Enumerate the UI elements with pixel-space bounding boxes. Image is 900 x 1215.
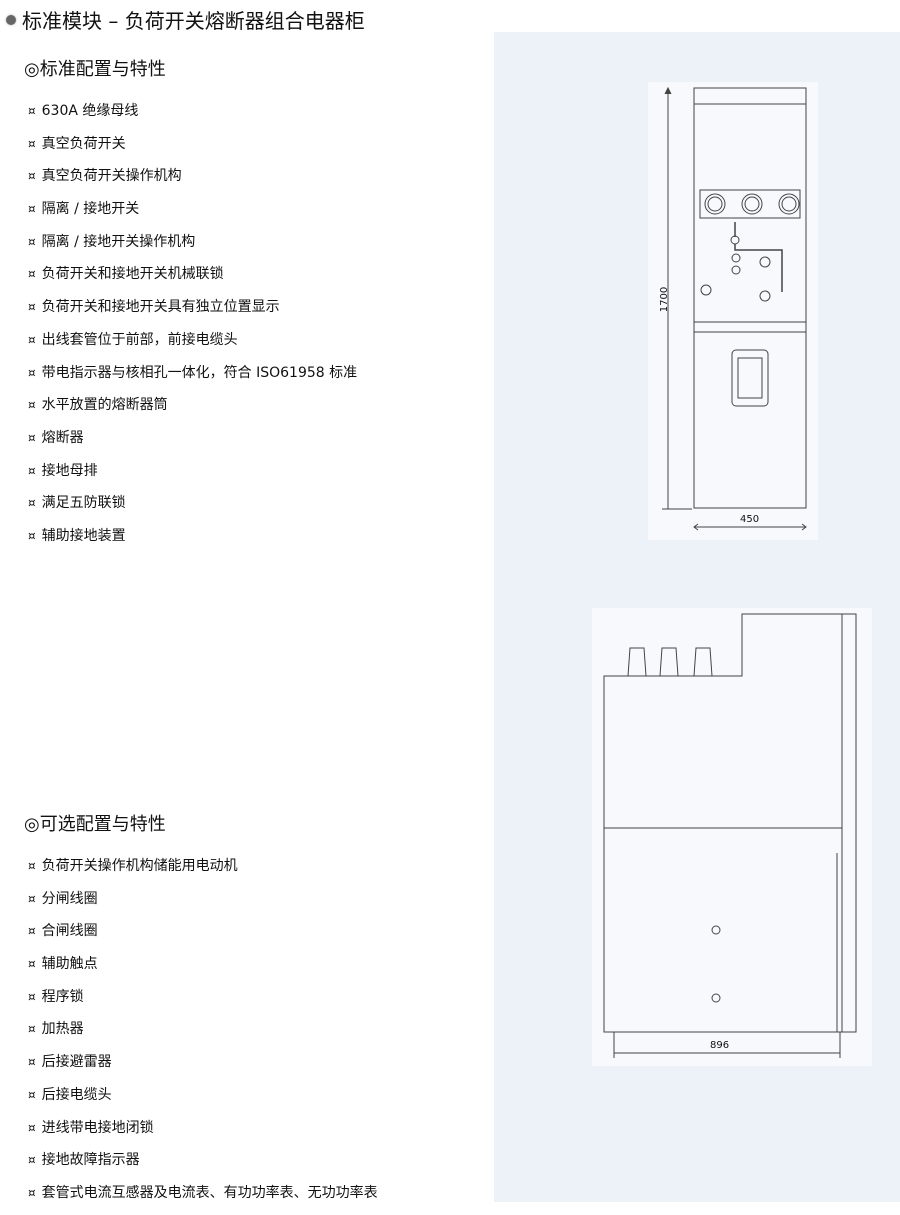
standard-list: ¤ 630A 绝缘母线 ¤ 真空负荷开关 ¤ 真空负荷开关操作机构 ¤ 隔离 / 接地开关 ¤ 隔… — [28, 100, 357, 558]
item-label: 隔离 / 接地开关 — [41, 201, 140, 218]
bullet-icon: ¤ — [28, 924, 36, 939]
bullet-icon: ¤ — [28, 430, 36, 445]
item-label: 负荷开关和接地开关机械联锁 — [41, 266, 224, 283]
list-item: ¤ 后接电缆头 — [28, 1084, 378, 1117]
item-label: 辅助触点 — [41, 956, 98, 973]
item-label: 出线套管位于前部，前接电缆头 — [41, 331, 238, 348]
list-item: ¤ 熔断器 — [28, 427, 357, 460]
list-item: ¤ 程序锁 — [28, 986, 378, 1019]
bullet-icon: ¤ — [28, 398, 36, 413]
item-label: 后接电缆头 — [41, 1086, 112, 1103]
bullet-icon: ¤ — [28, 1185, 36, 1200]
list-item: ¤ 负荷开关操作机构储能用电动机 — [28, 855, 378, 888]
item-label: 辅助接地装置 — [41, 527, 126, 544]
list-item: ¤ 隔离 / 接地开关 — [28, 198, 357, 231]
item-label: 负荷开关操作机构储能用电动机 — [41, 858, 238, 874]
bullet-icon: ¤ — [28, 300, 36, 315]
item-label: 真空负荷开关 — [41, 135, 126, 152]
list-item: ¤ 合闸线圈 — [28, 920, 378, 953]
item-label: 熔断器 — [41, 429, 84, 446]
bullet-icon: ¤ — [28, 528, 36, 543]
list-item: ¤ 负荷开关和接地开关具有独立位置显示 — [28, 296, 357, 329]
bullet-icon: ¤ — [28, 1120, 36, 1135]
bullet-icon: ¤ — [28, 136, 36, 151]
item-label: 进线带电接地闭锁 — [41, 1119, 154, 1136]
list-item: ¤ 辅助触点 — [28, 953, 378, 986]
list-item: ¤ 满足五防联锁 — [28, 492, 357, 525]
list-item: ¤ 后接避雷器 — [28, 1051, 378, 1084]
list-item: ¤ 进线带电接地闭锁 — [28, 1117, 378, 1150]
item-label: 满足五防联锁 — [41, 495, 126, 512]
list-item: ¤ 真空负荷开关 — [28, 133, 357, 166]
optional-list: ¤ 负荷开关操作机构储能用电动机 ¤ 分闸线圈 ¤ 合闸线圈 ¤ 辅助触点 ¤ 程序锁 ¤ 加热器 ¤ 后… — [28, 855, 378, 1215]
width-dimension: 450 — [740, 514, 760, 525]
item-label: 套管式电流互感器及电流表、有功功率表、无功功率表 — [41, 1184, 378, 1201]
front-view-drawing: 1700 450 — [648, 82, 818, 540]
item-label: 水平放置的熔断器筒 — [41, 397, 168, 414]
standard-heading: ◎标准配置与特性 — [24, 59, 166, 80]
bullet-icon: ¤ — [28, 1022, 36, 1037]
list-item: ¤ 加热器 — [28, 1018, 378, 1051]
bullet-icon: ¤ — [28, 1087, 36, 1102]
list-item: ¤ 隔离 / 接地开关操作机构 — [28, 231, 357, 264]
bullet-icon: ¤ — [28, 169, 36, 184]
bullet-icon: ¤ — [28, 1153, 36, 1168]
list-item: ¤ 水平放置的熔断器筒 — [28, 394, 357, 427]
item-label: 负荷开关和接地开关具有独立位置显示 — [41, 299, 280, 316]
bullet-icon: ¤ — [28, 1055, 36, 1070]
bullet-dot-icon — [6, 14, 16, 25]
bullet-icon: ¤ — [28, 332, 36, 347]
side-width-dimension: 896 — [710, 1040, 730, 1051]
item-label: 加热器 — [41, 1021, 84, 1038]
bullet-icon: ¤ — [28, 989, 36, 1004]
bullet-icon: ¤ — [28, 104, 36, 118]
list-item: ¤ 辅助接地装置 — [28, 525, 357, 558]
bullet-icon: ¤ — [28, 496, 36, 511]
bullet-icon: ¤ — [28, 463, 36, 478]
item-label: 分闸线圈 — [41, 890, 98, 907]
side-view-drawing: 896 — [592, 608, 872, 1066]
list-item: ¤ 出线套管位于前部，前接电缆头 — [28, 329, 357, 362]
item-label: 接地故障指示器 — [41, 1152, 140, 1169]
bullet-icon: ¤ — [28, 891, 36, 906]
item-label: 接地母排 — [41, 462, 98, 479]
item-label: 630A 绝缘母线 — [41, 103, 139, 119]
optional-heading: ◎可选配置与特性 — [24, 814, 166, 835]
bullet-icon: ¤ — [28, 202, 36, 217]
list-item: ¤ 真空负荷开关操作机构 — [28, 165, 357, 198]
item-label: 程序锁 — [41, 988, 84, 1005]
page-title: 标准模块 – 负荷开关熔断器组合电器柜 — [6, 5, 365, 34]
bullet-icon: ¤ — [28, 957, 36, 972]
item-label: 隔离 / 接地开关操作机构 — [41, 233, 196, 250]
list-item: ¤ 负荷开关和接地开关机械联锁 — [28, 263, 357, 296]
list-item: ¤ 带电指示器与核相孔一体化，符合 ISO61958 标准 — [28, 362, 357, 395]
list-item: ¤ 接地母排 — [28, 460, 357, 493]
item-label: 合闸线圈 — [41, 923, 98, 940]
list-item: ¤ 630A 绝缘母线 — [28, 100, 357, 133]
list-item: ¤ 接地故障指示器 — [28, 1149, 378, 1182]
bullet-icon: ¤ — [28, 365, 36, 380]
list-item: ¤ 分闸线圈 — [28, 888, 378, 921]
list-item: ¤ 套管式电流互感器及电流表、有功功率表、无功功率表 — [28, 1182, 378, 1215]
item-label: 后接避雷器 — [41, 1054, 112, 1071]
height-dimension: 1700 — [659, 286, 671, 313]
item-label: 真空负荷开关操作机构 — [41, 168, 182, 185]
bullet-icon: ¤ — [28, 234, 36, 249]
item-label: 带电指示器与核相孔一体化，符合 ISO61958 标准 — [41, 364, 358, 381]
bullet-icon: ¤ — [28, 859, 36, 873]
bullet-icon: ¤ — [28, 267, 36, 282]
